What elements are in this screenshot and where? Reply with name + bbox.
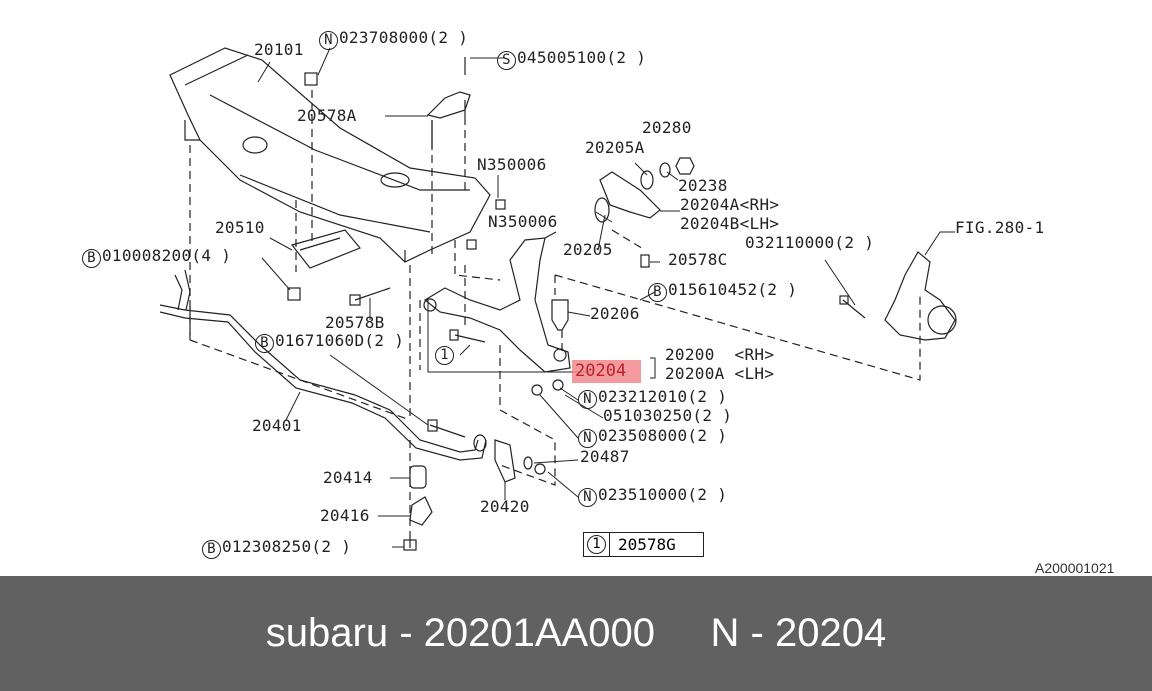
- screw-symbol-icon: S: [497, 51, 516, 70]
- diagram-reference-code: A200001021: [1035, 560, 1115, 576]
- bracket-20510: [290, 229, 361, 269]
- part-label[interactable]: 20204B<LH>: [680, 214, 780, 233]
- lower-arm-20200: [423, 231, 571, 373]
- stabilizer-bar-20401: [159, 269, 487, 461]
- figure-reference-link[interactable]: FIG.280-1: [955, 218, 1045, 237]
- part-caption-bar: subaru - 20201AA000 N - 20204: [0, 576, 1152, 691]
- exploded-view-illustration: [159, 47, 957, 551]
- part-label[interactable]: 20578A: [297, 106, 357, 125]
- part-number: 010008200(4 ): [102, 246, 232, 265]
- callout-1-icon: 1: [435, 346, 454, 365]
- nut-symbol-icon: N: [578, 488, 597, 507]
- bushing-20414: [409, 465, 427, 489]
- part-label[interactable]: 20101: [254, 40, 304, 59]
- part-number: 045005100(2 ): [517, 48, 647, 67]
- bracket-20416: [409, 496, 433, 526]
- nut-symbol-icon: N: [578, 390, 597, 409]
- link-20420: [473, 434, 516, 483]
- part-label[interactable]: 20204A<RH>: [680, 195, 780, 214]
- part-number: 023510000(2 ): [598, 485, 728, 504]
- part-label[interactable]: 20578C: [668, 250, 728, 269]
- part-number: 012308250(2 ): [222, 537, 352, 556]
- part-label[interactable]: 20578B: [325, 313, 385, 332]
- part-label[interactable]: 20487: [580, 447, 630, 466]
- part-label[interactable]: 032110000(2 ): [745, 233, 875, 252]
- part-label[interactable]: 20420: [480, 497, 530, 516]
- bolt-symbol-icon: B: [648, 283, 667, 302]
- part-label[interactable]: 20200 <RH>: [665, 345, 775, 364]
- legend-part-number[interactable]: 20578G: [618, 535, 676, 554]
- part-number: 015610452(2 ): [668, 280, 798, 299]
- nut-symbol-icon: N: [578, 429, 597, 448]
- knuckle: [884, 251, 957, 341]
- callout-legend-box: 1 20578G: [583, 532, 704, 557]
- highlight-marker: [572, 360, 641, 383]
- part-number: 01671060D(2 ): [275, 331, 405, 350]
- callout-1-icon: 1: [587, 535, 606, 554]
- part-number: 023508000(2 ): [598, 426, 728, 445]
- part-label[interactable]: 20416: [320, 506, 370, 525]
- part-label[interactable]: 20280: [642, 118, 692, 137]
- assembly-lines: [189, 90, 921, 535]
- bolt-symbol-icon: B: [255, 334, 274, 353]
- callout-marker[interactable]: 1: [435, 344, 455, 365]
- part-label[interactable]: 20401: [252, 416, 302, 435]
- part-number: 023212010(2 ): [598, 387, 728, 406]
- part-label[interactable]: 20206: [590, 304, 640, 323]
- bolt-symbol-icon: B: [202, 540, 221, 559]
- part-label[interactable]: 20205: [563, 240, 613, 259]
- part-label[interactable]: 20510: [215, 218, 265, 237]
- crossmember-20101: [169, 47, 491, 263]
- bracket-20578A: [426, 91, 471, 150]
- fasteners: [287, 57, 866, 551]
- nut-symbol-icon: N: [319, 31, 338, 50]
- part-label[interactable]: N350006: [488, 212, 558, 231]
- part-number: 023708000(2 ): [339, 28, 469, 47]
- part-caption: subaru - 20201AA000 N - 20204: [265, 611, 887, 655]
- part-label[interactable]: 20414: [323, 468, 373, 487]
- part-label[interactable]: 20200A <LH>: [665, 364, 775, 383]
- part-label[interactable]: 20238: [678, 176, 728, 195]
- highlighted-part-label[interactable]: 20204: [575, 361, 627, 381]
- bolt-symbol-icon: B: [82, 249, 101, 268]
- part-label[interactable]: 051030250(2 ): [603, 406, 733, 425]
- leader-lines: [257, 47, 955, 548]
- ball-joint-20206: [551, 299, 569, 331]
- bushing-20205: [594, 157, 695, 223]
- part-label[interactable]: 20205A: [585, 138, 645, 157]
- part-label[interactable]: N350006: [477, 155, 547, 174]
